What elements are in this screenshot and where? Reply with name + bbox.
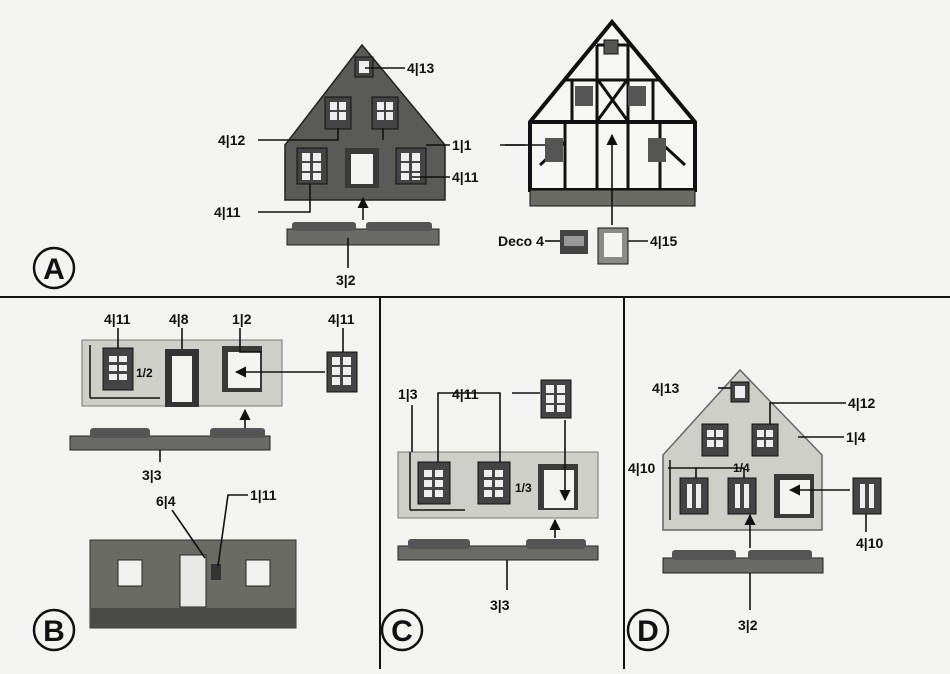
label-a-4-12: 4|12 (218, 132, 245, 148)
gable-panel-light (663, 370, 822, 530)
label-d-3-2: 3|2 (738, 617, 758, 633)
upper-window-right (372, 97, 398, 129)
label-a-deco-4: Deco 4 (498, 233, 544, 249)
label-a-4-13: 4|13 (407, 60, 434, 76)
label-a-4-15: 4|15 (650, 233, 677, 249)
section-c: 1/3 1|3 4|11 3|3 C (382, 380, 598, 650)
label-a-4-11-left: 4|11 (214, 204, 241, 220)
label-b-1-11: 1|11 (250, 487, 277, 503)
base-piece-3-3-b (70, 428, 270, 450)
loose-window-4-11-b (327, 352, 357, 392)
section-a-badge: A (34, 248, 74, 288)
base-piece-3-3-c (398, 539, 598, 560)
section-letter-a: A (43, 253, 65, 286)
label-d-1-4: 1|4 (846, 429, 866, 445)
label-d-4-10-right: 4|10 (856, 535, 883, 551)
section-b: 1/2 4|11 4|8 1|2 4|11 3|3 (34, 311, 357, 650)
lower-window-left (297, 148, 327, 184)
label-a-4-11-right: 4|11 (452, 169, 479, 185)
label-b-6-4: 6|4 (156, 493, 176, 509)
section-letter-d: D (637, 615, 659, 648)
upper-window-left (325, 97, 351, 129)
label-a-1-1: 1|1 (452, 137, 472, 153)
label-d-4-12: 4|12 (848, 395, 875, 411)
label-b-3-3: 3|3 (142, 467, 162, 483)
label-d-4-10-left: 4|10 (628, 460, 655, 476)
section-a: 4|13 4|12 1|1 4|11 4|11 3|2 (34, 22, 695, 288)
door-piece-4-15 (598, 228, 628, 264)
wall-mark-c: 1/3 (515, 481, 532, 495)
base-piece-3-2-d (663, 550, 823, 573)
section-c-badge: C (382, 610, 422, 650)
wall-panel-1-3 (398, 452, 598, 518)
wall-panel-1-2 (82, 340, 282, 407)
label-a-3-2: 3|2 (336, 272, 356, 288)
label-c-1-3: 1|3 (398, 386, 418, 402)
wall-mark-b: 1/2 (136, 366, 153, 380)
label-b-4-11-a: 4|11 (104, 311, 131, 327)
loose-window-4-10-d (853, 478, 881, 514)
label-d-4-13: 4|13 (652, 380, 679, 396)
section-letter-b: B (43, 615, 65, 648)
section-d-badge: D (628, 610, 668, 650)
deco-4-sign (560, 230, 588, 254)
label-c-4-11: 4|11 (452, 386, 479, 402)
label-b-4-11-b: 4|11 (328, 311, 355, 327)
section-d: 1/4 4|13 4|12 1|4 4|10 4|10 3|2 D (628, 370, 883, 650)
base-piece-3-2 (287, 222, 439, 245)
door-opening (345, 148, 379, 188)
label-c-3-3: 3|3 (490, 597, 510, 613)
loose-window-4-11-c (541, 380, 571, 418)
section-b-badge: B (34, 610, 74, 650)
label-b-4-8: 4|8 (169, 311, 189, 327)
section-letter-c: C (391, 615, 413, 648)
brick-wall-assembled (90, 540, 296, 628)
lower-window-right (396, 148, 426, 184)
label-b-1-2: 1|2 (232, 311, 252, 327)
